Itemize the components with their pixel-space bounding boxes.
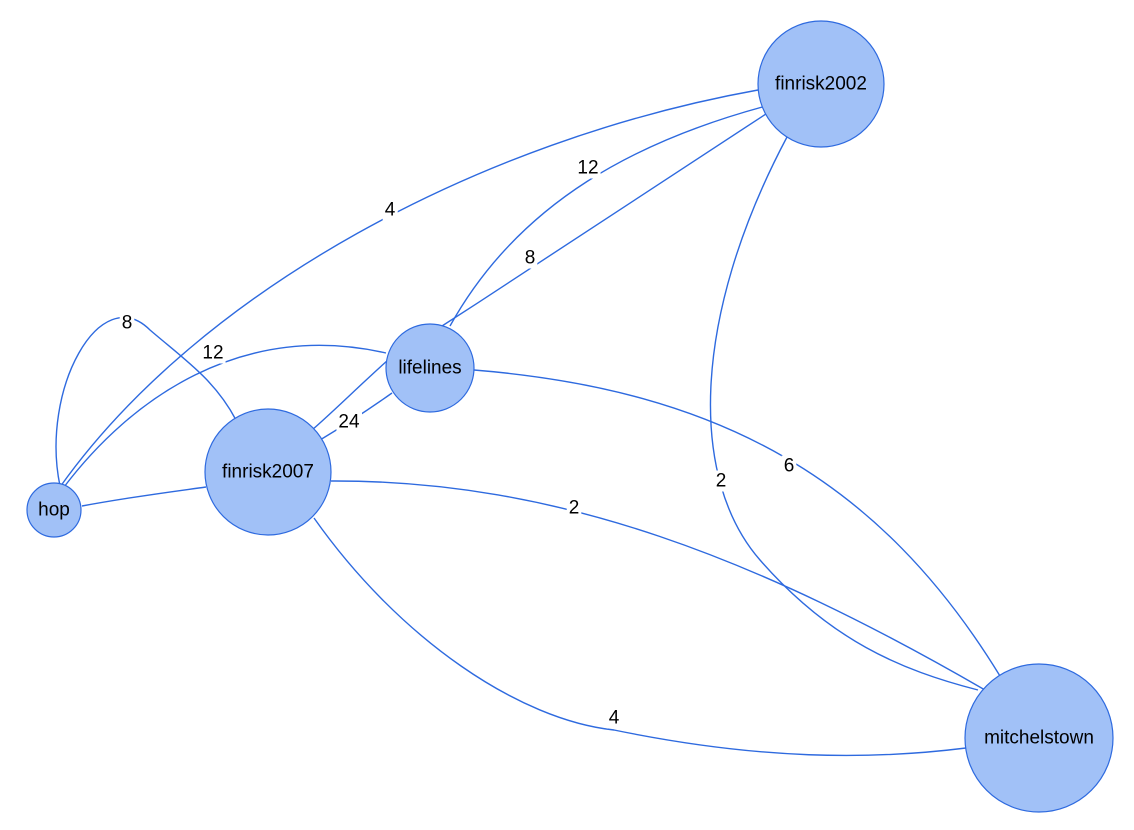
node-circle-hop[interactable] [26,482,82,538]
edge-label-bg-finrisk2007-mitchelstown-b [606,707,622,729]
edge-label-bg-lifelines-mitchelstown [781,455,797,477]
edge-finrisk2002-mitchelstown [709,136,979,691]
edge-label-finrisk2002-mitchelstown: 2 [716,471,727,492]
edge-label-hop-finrisk2002: 4 [385,200,396,221]
edge-label-lifelines-mitchelstown: 6 [784,456,795,477]
node-lifelines[interactable]: lifelines [385,323,475,413]
edge-hop-finrisk2007-b [81,486,207,507]
edge-lifelines-mitchelstown [473,369,1001,677]
edge-label-bg-lifelines-finrisk2002-a [575,157,601,179]
nodes-layer: finrisk2002 lifelines finrisk2007 hop mitche… [26,20,1114,813]
edge-label-bg-lifelines-finrisk2002-b [522,247,538,269]
edge-label-lifelines-finrisk2002-b: 8 [525,248,536,269]
edge-label-finrisk2007-lifelines-a: 24 [338,412,360,433]
edge-lifelines-finrisk2002-b [441,109,773,327]
node-label-mitchelstown: mitchelstown [984,728,1094,749]
edge-label-bg-finrisk2007-mitchelstown-a [566,497,582,519]
node-label-finrisk2002: finrisk2002 [775,74,867,95]
node-circle-mitchelstown[interactable] [964,663,1114,813]
edge-label-finrisk2007-mitchelstown-b: 4 [609,708,620,729]
edge-finrisk2007-mitchelstown-b [313,517,967,757]
edges-layer [55,89,1001,757]
edge-label-bg-finrisk2007-lifelines-a [336,411,362,433]
edge-label-bg-hop-finrisk2002 [382,199,398,221]
edge-lifelines-finrisk2002-a [449,105,767,327]
edge-finrisk2007-mitchelstown-a [330,480,986,691]
node-label-lifelines: lifelines [398,358,461,379]
edge-label-hop-finrisk2007-a: 8 [122,313,133,334]
node-circle-finrisk2007[interactable] [204,408,332,536]
node-finrisk2002[interactable]: finrisk2002 [757,20,885,148]
node-circle-finrisk2002[interactable] [757,20,885,148]
edge-finrisk2007-lifelines-a [311,359,389,431]
node-label-hop: hop [38,500,70,521]
edge-label-bg-hop-finrisk2007-a [119,312,135,334]
edge-label-finrisk2007-mitchelstown-a: 2 [569,498,580,519]
edge-hop-lifelines [63,344,387,488]
edge-label-lifelines-finrisk2002-a: 12 [577,158,598,179]
edge-label-bg-hop-lifelines [200,342,226,364]
edge-label-hop-lifelines: 12 [202,343,223,364]
node-mitchelstown[interactable]: mitchelstown [964,663,1114,813]
node-circle-lifelines[interactable] [385,323,475,413]
edge-label-bg-finrisk2002-mitchelstown [713,470,729,492]
node-label-finrisk2007: finrisk2007 [222,462,314,483]
node-hop[interactable]: hop [26,482,82,538]
node-finrisk2007[interactable]: finrisk2007 [204,408,332,536]
edge-hop-finrisk2002 [59,89,759,488]
